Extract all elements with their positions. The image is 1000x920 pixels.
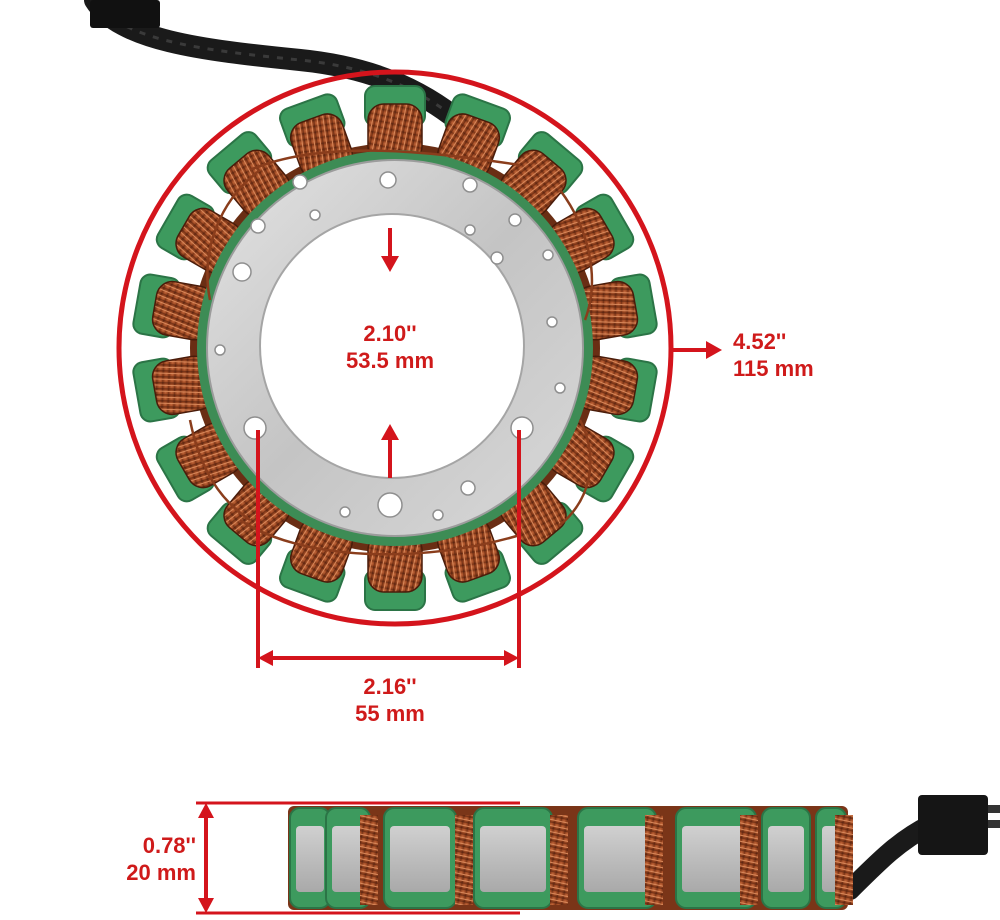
stator-top-view — [132, 85, 658, 611]
outer-diameter-circle — [116, 69, 674, 627]
coil-winding — [364, 533, 426, 611]
thickness-mm: 20 mm — [126, 860, 196, 885]
inner-diameter-label: 2.10'' 53.5 mm — [320, 320, 460, 374]
inner-diameter-inches: 2.10'' — [363, 321, 417, 346]
outer-diameter-inches: 4.52'' — [733, 329, 787, 354]
coil-winding — [547, 422, 635, 503]
outer-diameter-mm: 115 mm — [733, 356, 814, 381]
thickness-label: 0.78'' 20 mm — [96, 832, 196, 886]
bolt-spacing-mm: 55 mm — [355, 701, 425, 726]
bolt-spacing-label: 2.16'' 55 mm — [320, 673, 460, 727]
dimension-lines — [116, 69, 722, 915]
coil-winding — [437, 93, 511, 179]
coil-winding — [364, 85, 426, 163]
inner-diameter-mm: 53.5 mm — [345, 348, 435, 373]
stator-side-view — [288, 795, 1000, 910]
outer-diameter-label: 4.52'' 115 mm — [733, 328, 814, 382]
thickness-inches: 0.78'' — [142, 833, 196, 858]
bolt-spacing-inches: 2.16'' — [363, 674, 417, 699]
